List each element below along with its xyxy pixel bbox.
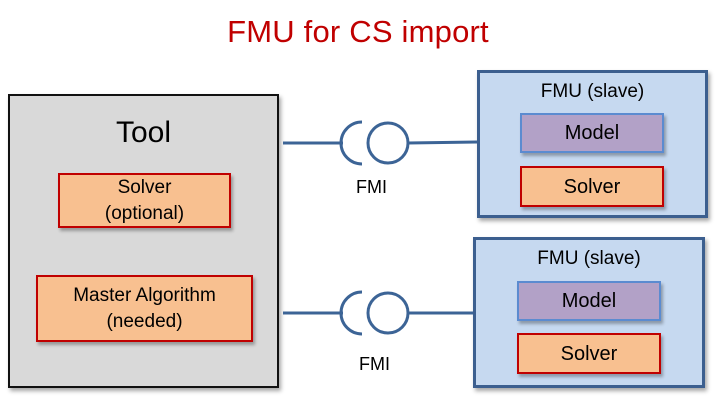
- ball-icon-1: [366, 121, 410, 165]
- tool-solver-note: (optional): [104, 202, 185, 224]
- fmu-label-1: FMU (slave): [540, 81, 645, 102]
- socket-icon-1: [339, 120, 363, 166]
- fmu-solver-box-2: Solver: [517, 333, 661, 374]
- fmu-model-label-2: Model: [561, 289, 617, 312]
- fmu-model-box-2: Model: [517, 281, 661, 321]
- fmu-solver-label-2: Solver: [560, 342, 618, 365]
- master-algorithm-note: (needed): [106, 310, 183, 332]
- fmu-label-2: FMU (slave): [537, 248, 641, 269]
- diagram-title: FMU for CS import: [227, 14, 489, 49]
- fmu-model-label-1: Model: [564, 121, 620, 144]
- fmu-solver-box-1: Solver: [520, 166, 664, 207]
- tool-solver-label: Solver: [117, 176, 172, 198]
- fmu-model-box-1: Model: [520, 113, 664, 153]
- socket-icon-2: [339, 290, 363, 336]
- tool-box: Tool: [8, 94, 279, 388]
- master-algorithm-box: Master Algorithm (needed): [36, 275, 253, 342]
- fmi-label-1: FMI: [356, 177, 387, 197]
- fmi-label-2: FMI: [359, 354, 390, 374]
- tool-label: Tool: [115, 116, 172, 149]
- fmi-connector-2: [283, 290, 473, 336]
- ball-icon-2: [366, 291, 410, 335]
- fmu-solver-label-1: Solver: [563, 175, 621, 198]
- tool-solver-box: Solver (optional): [58, 173, 231, 228]
- master-algorithm-label: Master Algorithm: [73, 284, 216, 306]
- fmi-connector-1: [283, 120, 478, 166]
- fmu-link-line-1: [407, 140, 478, 145]
